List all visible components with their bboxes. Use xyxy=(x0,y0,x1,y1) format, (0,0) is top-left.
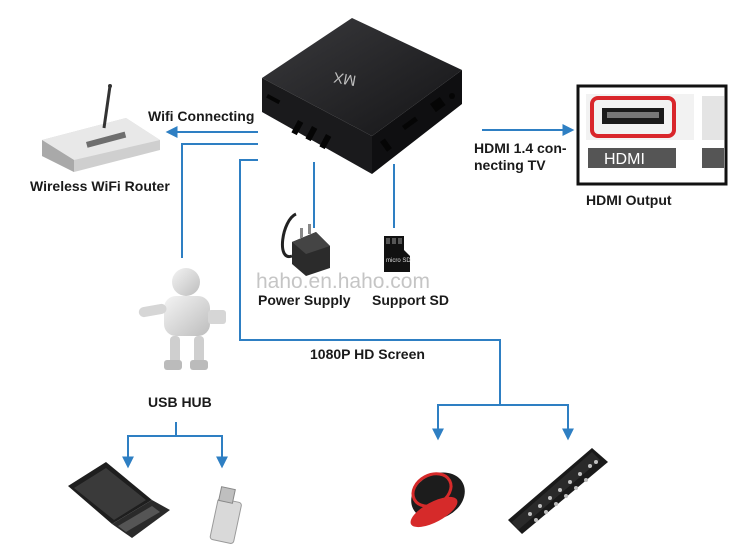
hdmi-connecting-label-line1: HDMI 1.4 con- xyxy=(474,140,567,156)
wifi-connecting-label: Wifi Connecting xyxy=(148,108,255,124)
screen-branch-right xyxy=(500,404,574,441)
power-adapter-image xyxy=(280,212,330,276)
watermark-text: haho.en.haho.com xyxy=(256,270,430,293)
usb-branch-line-right xyxy=(176,435,228,469)
hdmi-output-panel xyxy=(576,84,728,186)
tv-box xyxy=(262,18,462,174)
wireless-router-label: Wireless WiFi Router xyxy=(30,178,170,194)
support-sd-label: Support SD xyxy=(372,292,449,308)
hd-screen-label: 1080P HD Screen xyxy=(310,346,425,362)
connector-lines xyxy=(122,124,575,469)
remote-control-image xyxy=(508,448,608,534)
screen-branch-left xyxy=(432,404,500,441)
sd-card-text: micro SD xyxy=(386,258,411,264)
hdmi-output-label: HDMI Output xyxy=(586,192,672,208)
sd-card-image xyxy=(384,236,410,272)
usb-branch-line xyxy=(122,422,177,469)
box-brand-mark: MX xyxy=(332,68,357,89)
hd-screen-line xyxy=(239,159,501,405)
hdmi-port-text: HDMI xyxy=(604,151,645,168)
power-supply-label: Power Supply xyxy=(258,292,351,308)
router-image xyxy=(42,84,160,172)
usb-hub-robot-image xyxy=(138,268,226,370)
mouse-image xyxy=(410,472,465,528)
usb-hub-label: USB HUB xyxy=(148,394,212,410)
usb-stick-image xyxy=(209,486,242,544)
laptop-image xyxy=(68,462,170,538)
usb-hub-line xyxy=(181,143,258,258)
hdmi-connecting-label-line2: necting TV xyxy=(474,157,546,173)
